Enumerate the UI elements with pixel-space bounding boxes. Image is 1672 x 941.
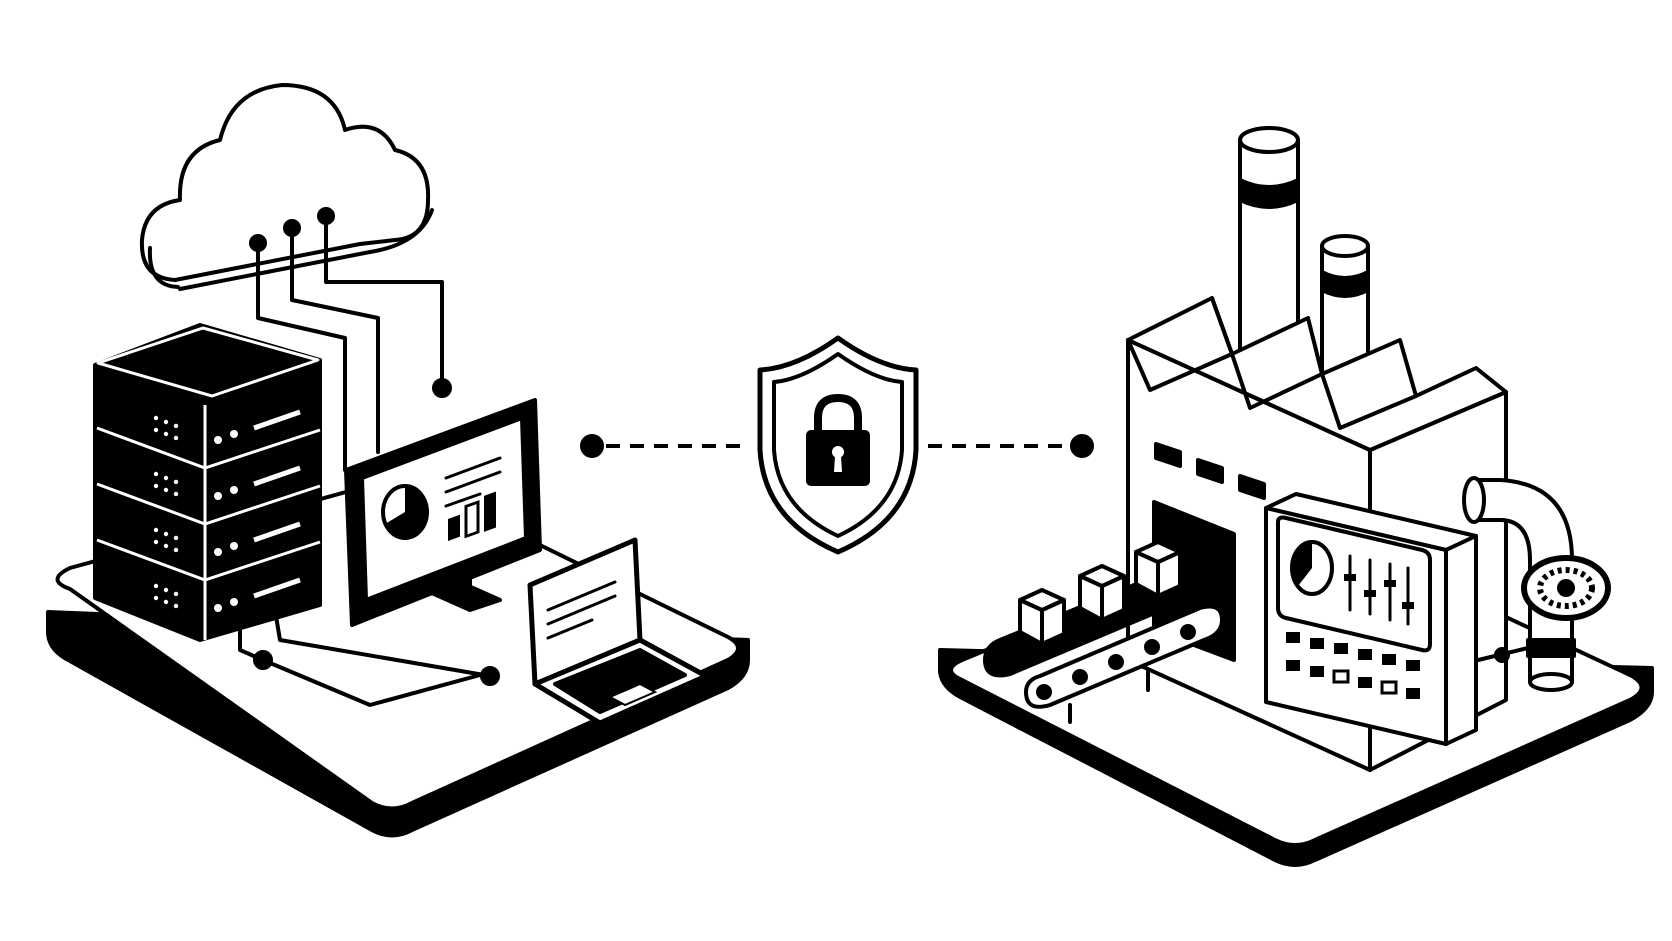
package-box-2	[1078, 564, 1126, 622]
control-panel-icon	[1264, 492, 1478, 746]
conveyor-belt-icon	[983, 540, 1224, 724]
package-box-3	[1134, 540, 1182, 598]
package-box-1	[1018, 588, 1066, 646]
network-cables	[238, 207, 500, 707]
security-link-group	[580, 335, 1094, 555]
conveyor-rollers	[1036, 624, 1196, 700]
server-rack-icon	[93, 323, 322, 642]
laptop-icon	[527, 537, 709, 726]
valve-wheel-icon	[1521, 555, 1611, 621]
pie-chart-graphic	[381, 484, 429, 540]
server-unit-4	[153, 577, 301, 612]
slider-controls	[1344, 554, 1414, 626]
gauge-graphic	[1290, 540, 1334, 596]
it-network-group	[46, 83, 750, 838]
bar-chart-graphic	[448, 491, 496, 541]
padlock-icon	[806, 393, 870, 486]
dashed-connector	[580, 434, 1094, 458]
factory-group	[938, 126, 1654, 867]
cloud-icon	[139, 83, 434, 291]
button-grid	[1286, 632, 1420, 699]
server-unit-2	[153, 465, 301, 500]
server-unit-1	[153, 409, 301, 444]
desktop-monitor-icon	[344, 398, 542, 627]
server-unit-3	[153, 521, 301, 556]
pipe-valve-icon	[1462, 476, 1611, 692]
